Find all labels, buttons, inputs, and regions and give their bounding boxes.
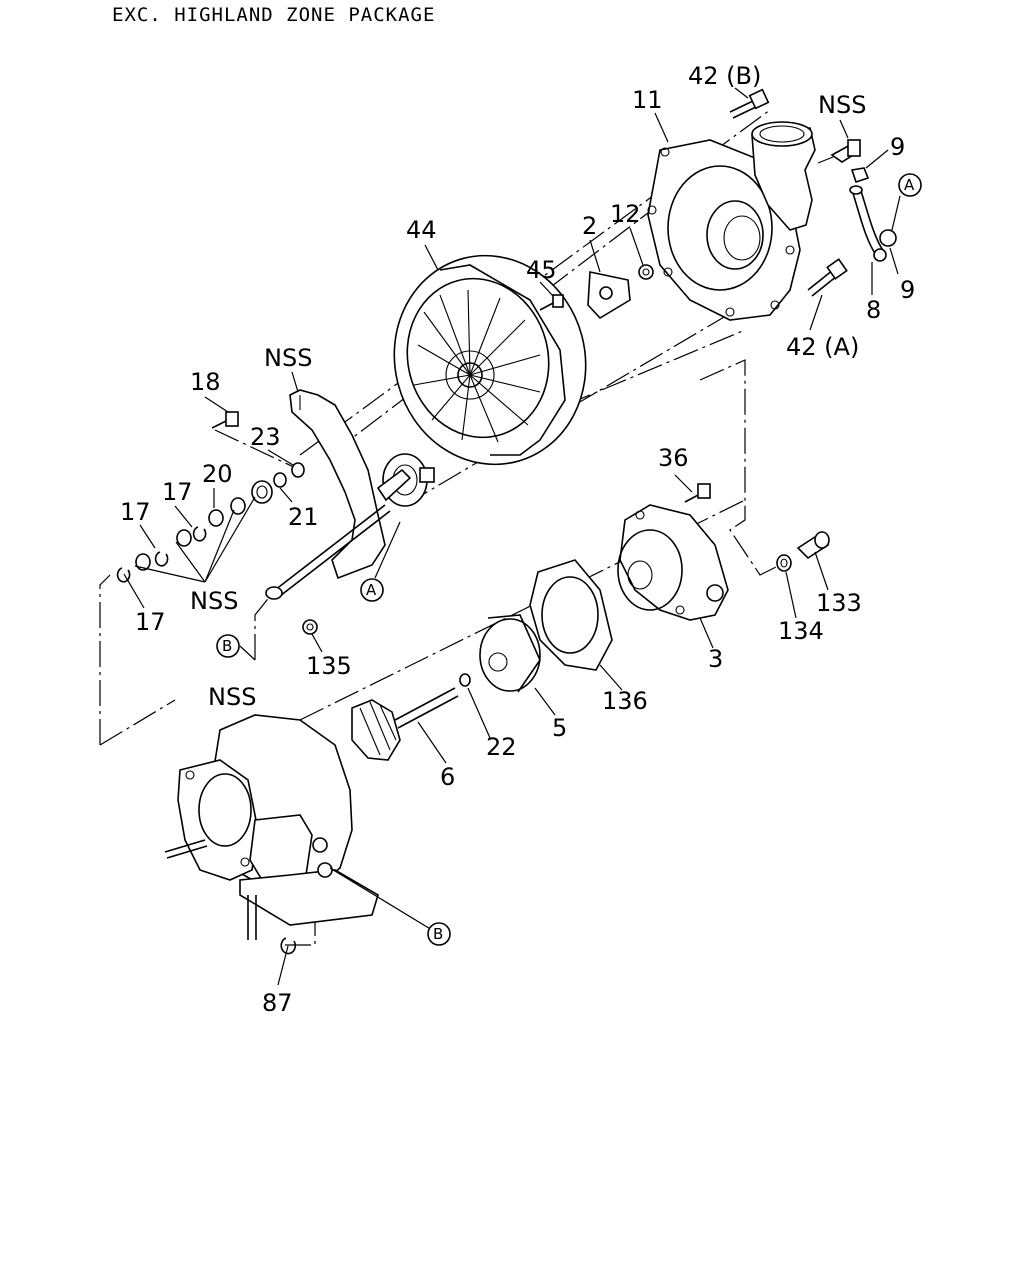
actuator-bracket [289, 389, 386, 580]
callout-17-b: 17 [120, 498, 151, 526]
callout-42a: 42 (A) [786, 333, 859, 361]
nut-135 [302, 619, 318, 635]
svg-text:B: B [222, 637, 232, 655]
svg-text:B: B [433, 925, 443, 943]
callout-nss-2: NSS [264, 344, 312, 372]
callout-5: 5 [552, 714, 567, 742]
callout-21: 21 [288, 503, 319, 531]
heat-shield-5 [479, 614, 541, 693]
turbine-wheel-shaft-6 [351, 687, 459, 761]
callout-nss-3: NSS [190, 587, 238, 615]
svg-text:A: A [904, 176, 915, 194]
clamp-9-upper [850, 167, 870, 184]
callout-nss-4: NSS [208, 683, 256, 711]
callout-labels: 42 (B) 11 NSS 9 9 8 42 (A) 44 2 12 45 NS… [120, 62, 915, 1017]
bolt-18 [211, 411, 239, 429]
reference-markers: A A B B [216, 173, 922, 946]
callout-9-bottom: 9 [900, 276, 915, 304]
washer-134 [776, 554, 792, 572]
callout-17-c: 17 [135, 608, 166, 636]
impeller-2 [587, 271, 631, 320]
callout-20: 20 [202, 460, 233, 488]
svg-text:A: A [366, 581, 377, 599]
callout-18: 18 [190, 368, 221, 396]
clip-17-upper [192, 526, 207, 542]
gasket-136 [529, 559, 613, 671]
bolt-42a [807, 258, 848, 297]
ref-b-marker-housing: B [427, 922, 451, 946]
callout-36: 36 [658, 444, 689, 472]
callout-nss-1: NSS [818, 91, 866, 119]
washer-nss-3 [135, 553, 151, 571]
clip-87 [280, 937, 297, 955]
bolt-45 [539, 294, 564, 311]
washer-nss-2 [176, 529, 192, 547]
callout-133: 133 [816, 589, 862, 617]
callout-11: 11 [632, 86, 663, 114]
callout-135: 135 [306, 652, 352, 680]
actuator-canister [376, 453, 435, 507]
clamp-9-lower [873, 229, 897, 262]
compressor-housing [647, 121, 816, 321]
callout-6: 6 [440, 763, 455, 791]
callout-17-a: 17 [162, 478, 193, 506]
backplate-44 [393, 254, 587, 466]
diagram-title: EXC. HIGHLAND ZONE PACKAGE [112, 4, 436, 26]
o-ring-22 [459, 673, 471, 687]
bolt-42b [729, 88, 770, 119]
o-ring-23 [291, 462, 305, 478]
nut-20 [208, 509, 224, 527]
callout-44: 44 [406, 216, 437, 244]
fitting-133 [796, 531, 830, 560]
backplate-fins [413, 289, 541, 443]
callout-12: 12 [610, 200, 641, 228]
callout-42b: 42 (B) [688, 62, 761, 90]
oil-fitting-nss [817, 139, 861, 164]
callout-22: 22 [486, 733, 517, 761]
washer-21 [273, 472, 287, 488]
clip-17-lower [116, 567, 131, 583]
bearing-housing-3 [617, 504, 729, 621]
callout-23: 23 [250, 423, 281, 451]
bolt-36 [684, 483, 711, 503]
ref-a-marker-bracket: A [360, 578, 384, 602]
leader-lines [123, 87, 901, 986]
callout-8: 8 [866, 296, 881, 324]
callout-3: 3 [708, 645, 723, 673]
callout-136: 136 [602, 687, 648, 715]
turbine-housing [164, 714, 379, 940]
hose-8 [849, 185, 885, 259]
ref-a-marker-top: A [898, 173, 922, 197]
callout-9-top: 9 [890, 133, 905, 161]
clip-17-mid [154, 551, 169, 567]
callout-87: 87 [262, 989, 293, 1017]
callout-45: 45 [526, 256, 557, 284]
callout-2: 2 [582, 212, 597, 240]
actuator-rod [265, 504, 391, 600]
callout-134: 134 [778, 617, 824, 645]
nut-12 [638, 264, 654, 280]
ref-b-marker-left: B [216, 634, 240, 658]
bearing-nss [230, 480, 273, 515]
